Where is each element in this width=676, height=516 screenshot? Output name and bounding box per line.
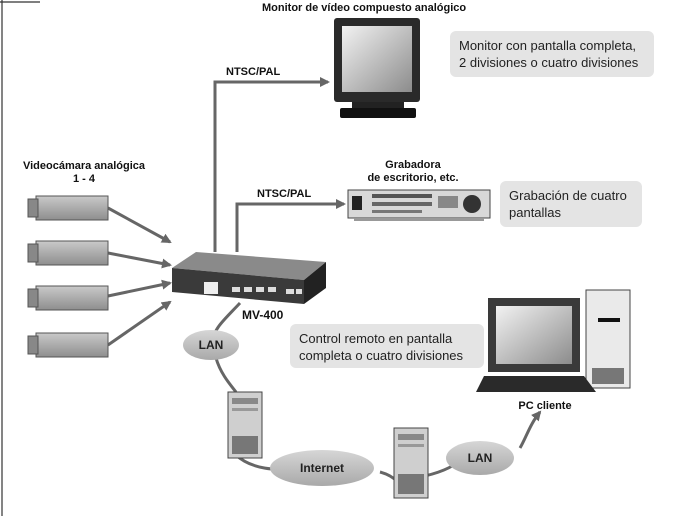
recorder-note-line2: pantallas — [509, 205, 562, 220]
camera-3-icon — [27, 285, 109, 311]
remote-note: Control remoto en pantalla completa o cu… — [290, 324, 484, 368]
internet-ellipse — [270, 450, 374, 486]
lan-left-label: LAN — [198, 338, 224, 352]
recorder-note: Grabación de cuatro pantallas — [500, 181, 642, 227]
camera-label: Videocámara analógica 1 - 4 — [4, 160, 164, 186]
monitor-note: Monitor con pantalla completa, 2 divisio… — [450, 31, 654, 77]
monitor-icon — [334, 18, 420, 118]
recorder-label-line2: de escritorio, etc. — [367, 172, 459, 184]
recorder-label-line1: Grabadora — [385, 159, 441, 171]
server-tower-1-icon — [227, 391, 263, 459]
camera1-link-line — [107, 206, 172, 244]
mv400-label: MV-400 — [242, 308, 284, 322]
pc-label: PC cliente — [518, 400, 572, 412]
camera4-link-line — [107, 300, 172, 347]
client-pc-icon — [476, 289, 631, 392]
pc-link-line — [518, 410, 542, 449]
camera-1-icon — [27, 195, 109, 221]
lan-right-label: LAN — [467, 451, 493, 465]
mv400-device-icon — [172, 252, 326, 304]
recorder-label: Grabadora de escritorio, etc. — [343, 159, 483, 185]
monitor-note-line2: 2 divisiones o cuatro divisiones — [459, 55, 639, 70]
recorder-icon — [347, 189, 491, 221]
camera3-link-line — [107, 279, 172, 298]
monitor-note-line1: Monitor con pantalla completa, — [459, 38, 637, 53]
monitor-title: Monitor de vídeo compuesto analógico — [262, 2, 467, 14]
monitor-link-label: NTSC/PAL — [226, 66, 281, 78]
recorder-note-line1: Grabación de cuatro — [509, 188, 627, 203]
lan-right-ellipse — [446, 441, 514, 475]
camera2-link-line — [107, 251, 172, 269]
camera-4-icon — [27, 332, 109, 358]
recorder-link-label: NTSC/PAL — [257, 188, 312, 200]
monitor-link-line — [213, 77, 330, 252]
remote-note-line2: completa o cuatro divisiones — [299, 348, 464, 363]
camera-label-line1: Videocámara analógica — [22, 160, 146, 172]
camera-2-icon — [27, 240, 109, 266]
lan-left-ellipse — [183, 330, 239, 360]
recorder-link-line — [235, 199, 346, 252]
camera-label-line2: 1 - 4 — [72, 173, 95, 185]
remote-note-line1: Control remoto en pantalla — [299, 331, 453, 346]
internet-label: Internet — [299, 461, 344, 475]
server-tower-2-icon — [393, 427, 429, 499]
connection-lines — [107, 77, 542, 484]
lan-server-link-line — [214, 357, 238, 393]
